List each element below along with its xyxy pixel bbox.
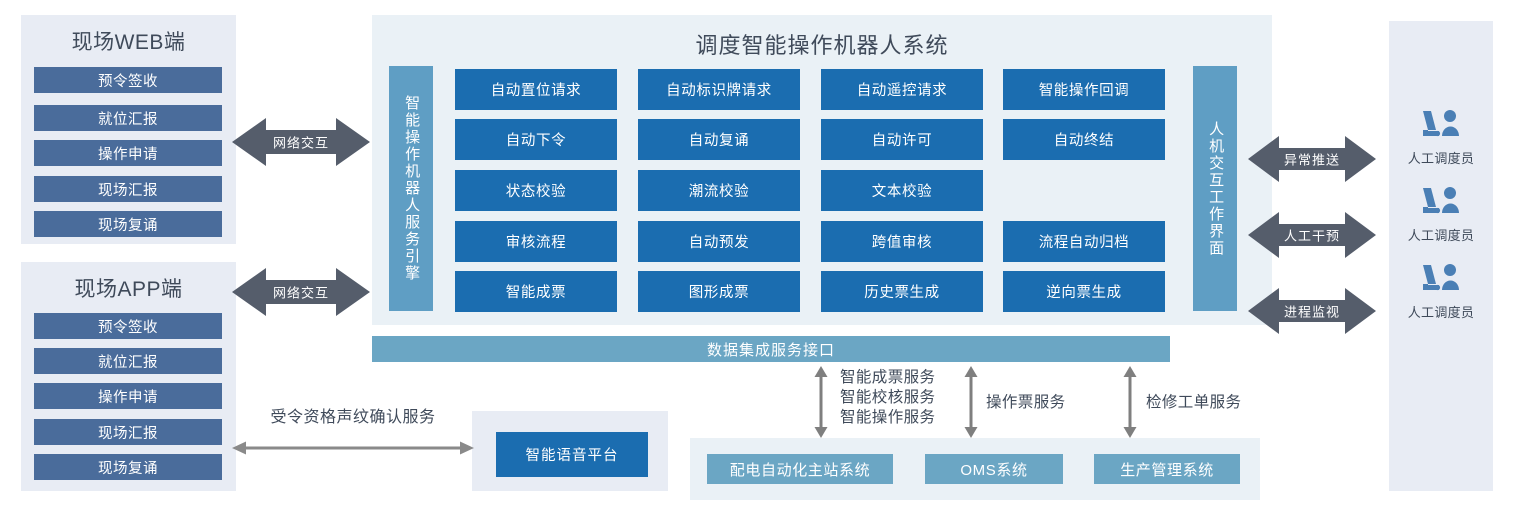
module-tile-r0c0[interactable]: 自动置位请求 bbox=[455, 69, 617, 110]
operator-2-label: 人工调度员 bbox=[1407, 305, 1475, 320]
right-arrow-exception-push: 异常推送 bbox=[1248, 131, 1376, 187]
external-system-1[interactable]: OMS系统 bbox=[925, 454, 1063, 484]
web-item-3[interactable]: 现场汇报 bbox=[34, 176, 222, 202]
app-item-0[interactable]: 预令签收 bbox=[34, 313, 222, 339]
network-arrow-app: 网络交互 bbox=[232, 262, 370, 322]
service-arrow-2 bbox=[1122, 366, 1138, 438]
operator-workstation-icon bbox=[1417, 262, 1465, 301]
external-system-2[interactable]: 生产管理系统 bbox=[1094, 454, 1240, 484]
operator-1: 人工调度员 bbox=[1389, 185, 1493, 244]
service-link-0-label: 智能成票服务 智能校核服务 智能操作服务 bbox=[840, 369, 936, 427]
service-link-2-label: 检修工单服务 bbox=[1146, 394, 1242, 411]
module-tile-r1c3[interactable]: 自动终结 bbox=[1003, 119, 1165, 160]
module-tile-r4c2[interactable]: 历史票生成 bbox=[821, 271, 983, 312]
module-tile-r3c3[interactable]: 流程自动归档 bbox=[1003, 221, 1165, 262]
module-tile-r2c0[interactable]: 状态校验 bbox=[455, 170, 617, 211]
app-item-1[interactable]: 就位汇报 bbox=[34, 348, 222, 374]
module-tile-r0c1[interactable]: 自动标识牌请求 bbox=[638, 69, 800, 110]
operator-0-label: 人工调度员 bbox=[1407, 151, 1475, 166]
module-tile-r2c2[interactable]: 文本校验 bbox=[821, 170, 983, 211]
engine-service-bar: 智能操作机器人服务引擎 bbox=[389, 66, 433, 311]
web-item-1[interactable]: 就位汇报 bbox=[34, 105, 222, 131]
app-item-3[interactable]: 现场汇报 bbox=[34, 419, 222, 445]
web-item-4[interactable]: 现场复诵 bbox=[34, 211, 222, 237]
service-arrow-1 bbox=[963, 366, 979, 438]
voice-platform-box[interactable]: 智能语音平台 bbox=[496, 432, 648, 477]
service-link-1-label: 操作票服务 bbox=[986, 394, 1066, 411]
module-tile-r3c0[interactable]: 审核流程 bbox=[455, 221, 617, 262]
module-tile-r4c0[interactable]: 智能成票 bbox=[455, 271, 617, 312]
app-item-4[interactable]: 现场复诵 bbox=[34, 454, 222, 480]
hmi-work-interface-bar: 人机交互工作界面 bbox=[1193, 66, 1237, 311]
field-web-client-title: 现场WEB端 bbox=[71, 31, 186, 54]
module-tile-r4c3[interactable]: 逆向票生成 bbox=[1003, 271, 1165, 312]
operator-1-label: 人工调度员 bbox=[1407, 228, 1475, 243]
field-app-client-title: 现场APP端 bbox=[74, 278, 183, 301]
operator-2: 人工调度员 bbox=[1389, 262, 1493, 321]
web-item-0[interactable]: 预令签收 bbox=[34, 67, 222, 93]
operator-workstation-icon bbox=[1417, 108, 1465, 147]
module-tile-r1c0[interactable]: 自动下令 bbox=[455, 119, 617, 160]
module-tile-r0c3[interactable]: 智能操作回调 bbox=[1003, 69, 1165, 110]
operator-0: 人工调度员 bbox=[1389, 108, 1493, 167]
robot-system-title: 调度智能操作机器人系统 bbox=[695, 33, 949, 58]
network-arrow-web: 网络交互 bbox=[232, 112, 370, 172]
module-tile-r0c2[interactable]: 自动遥控请求 bbox=[821, 69, 983, 110]
service-arrow-0 bbox=[813, 366, 829, 438]
voice-link-arrow bbox=[232, 438, 474, 458]
right-arrow-process-monitor: 进程监视 bbox=[1248, 283, 1376, 339]
module-tile-r4c1[interactable]: 图形成票 bbox=[638, 271, 800, 312]
module-tile-r1c1[interactable]: 自动复诵 bbox=[638, 119, 800, 160]
external-system-0[interactable]: 配电自动化主站系统 bbox=[707, 454, 893, 484]
right-arrow-manual-intervention: 人工干预 bbox=[1248, 207, 1376, 263]
module-tile-r3c1[interactable]: 自动预发 bbox=[638, 221, 800, 262]
data-integration-service-bar: 数据集成服务接口 bbox=[372, 336, 1170, 362]
operator-workstation-icon bbox=[1417, 185, 1465, 224]
panel-field-app-client bbox=[21, 262, 236, 491]
panel-operators bbox=[1389, 21, 1493, 491]
module-tile-r3c2[interactable]: 跨值审核 bbox=[821, 221, 983, 262]
web-item-2[interactable]: 操作申请 bbox=[34, 140, 222, 166]
module-tile-r2c1[interactable]: 潮流校验 bbox=[638, 170, 800, 211]
voice-link-label: 受令资格声纹确认服务 bbox=[270, 409, 436, 426]
module-tile-r1c2[interactable]: 自动许可 bbox=[821, 119, 983, 160]
app-item-2[interactable]: 操作申请 bbox=[34, 383, 222, 409]
